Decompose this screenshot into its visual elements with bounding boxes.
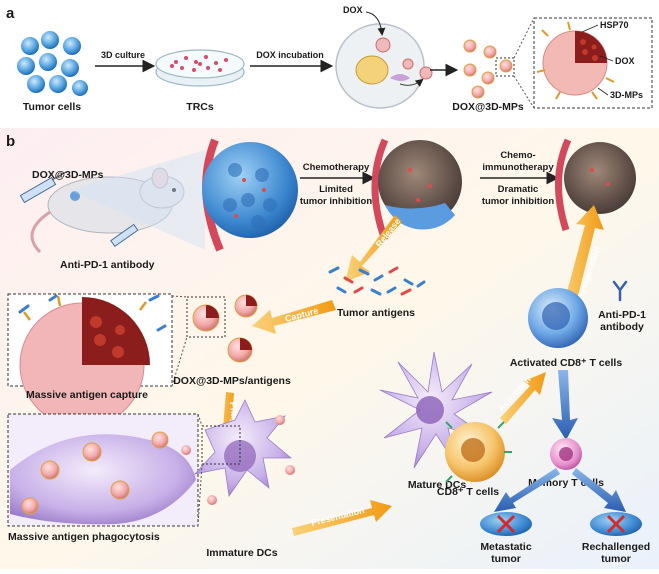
label-inset-dox: DOX bbox=[615, 56, 635, 66]
dox-antigen-particles bbox=[192, 294, 258, 363]
label-anti-pd1-antibody: antibody bbox=[600, 321, 644, 333]
label-product: DOX@3D-MPs bbox=[452, 101, 524, 113]
label-chemo: Chemo- bbox=[500, 150, 535, 161]
memory-tcell bbox=[550, 438, 582, 470]
dox-3dmps-particles bbox=[463, 39, 515, 99]
petri-dish bbox=[155, 49, 245, 87]
tumor-initial bbox=[202, 138, 298, 252]
label-metastatic: Metastatic bbox=[480, 541, 532, 553]
label-massive-phago: Massive antigen phagocytosis bbox=[8, 531, 160, 543]
metastatic-tumor bbox=[480, 512, 532, 536]
label-dox-antigens: DOX@3D-MPs/antigens bbox=[173, 375, 291, 387]
label-anti-pd1: Anti-PD-1 bbox=[598, 309, 646, 321]
inset-particle bbox=[513, 17, 653, 109]
tumor-cells-cluster bbox=[17, 31, 88, 96]
label-inset-3dmps: 3D-MPs bbox=[610, 90, 643, 100]
cd8-tcell bbox=[445, 421, 512, 483]
label-tumor-antigens: Tumor antigens bbox=[337, 307, 415, 319]
mature-dc bbox=[379, 351, 493, 469]
arrow-to-rechallenged bbox=[572, 468, 626, 512]
capture-inset bbox=[7, 293, 173, 427]
label-cd8: CD8⁺ T cells bbox=[437, 486, 499, 498]
particles-selection-box bbox=[186, 296, 226, 338]
label-injection: DOX@3D-MPs bbox=[32, 169, 104, 181]
label-antibody: Anti-PD-1 antibody bbox=[60, 259, 155, 271]
mouse-illustration bbox=[30, 167, 185, 254]
label-3d-culture: 3D culture bbox=[101, 50, 145, 60]
dox-loaded-cell bbox=[335, 23, 433, 109]
rechallenged-tumor bbox=[590, 512, 642, 536]
arrow-to-memory bbox=[552, 370, 578, 440]
label-chemotherapy: Chemotherapy bbox=[303, 162, 370, 173]
label-limited-tumor: tumor inhibition bbox=[300, 196, 372, 207]
tumor-treated bbox=[371, 138, 462, 242]
label-trcs: TRCs bbox=[186, 101, 214, 113]
label-immunotherapy: immunotherapy bbox=[482, 162, 554, 173]
label-dramatic: Dramatic bbox=[498, 184, 539, 195]
label-mature-dcs: Mature DCs bbox=[408, 479, 467, 491]
label-rechallenged-tumor: tumor bbox=[601, 553, 631, 565]
dox-top-pointer bbox=[365, 11, 386, 36]
label-activated: Activated CD8⁺ T cells bbox=[510, 357, 622, 369]
label-dramatic-tumor: tumor inhibition bbox=[482, 196, 554, 207]
beam bbox=[70, 150, 205, 250]
activated-cd8-tcell bbox=[528, 288, 588, 348]
label-massive-capture: Massive antigen capture bbox=[26, 389, 148, 401]
label-tumor-cells: Tumor cells bbox=[23, 101, 81, 113]
label-metastatic-tumor: tumor bbox=[491, 553, 521, 565]
label-rechallenged: Rechallenged bbox=[582, 541, 650, 553]
label-limited: Limited bbox=[319, 184, 353, 195]
label-dox-top: DOX bbox=[343, 5, 363, 15]
tumor-antigens-cluster bbox=[328, 266, 426, 296]
syringe-icon bbox=[19, 171, 67, 204]
panel-a-letter: a bbox=[6, 5, 15, 22]
panel-b-letter: b bbox=[6, 133, 15, 150]
anti-pd1-antibody-icon bbox=[612, 280, 628, 302]
immature-dc bbox=[181, 399, 295, 527]
label-hsp70: HSP70 bbox=[600, 20, 629, 30]
label-immature-dcs: Immature DCs bbox=[206, 547, 277, 559]
phagocytosis-inset bbox=[7, 413, 199, 527]
arrow-to-metastatic bbox=[494, 468, 560, 512]
antibody-syringe-icon bbox=[110, 223, 139, 248]
tumor-final bbox=[555, 138, 636, 232]
label-dox-incubation: DOX incubation bbox=[256, 50, 324, 60]
